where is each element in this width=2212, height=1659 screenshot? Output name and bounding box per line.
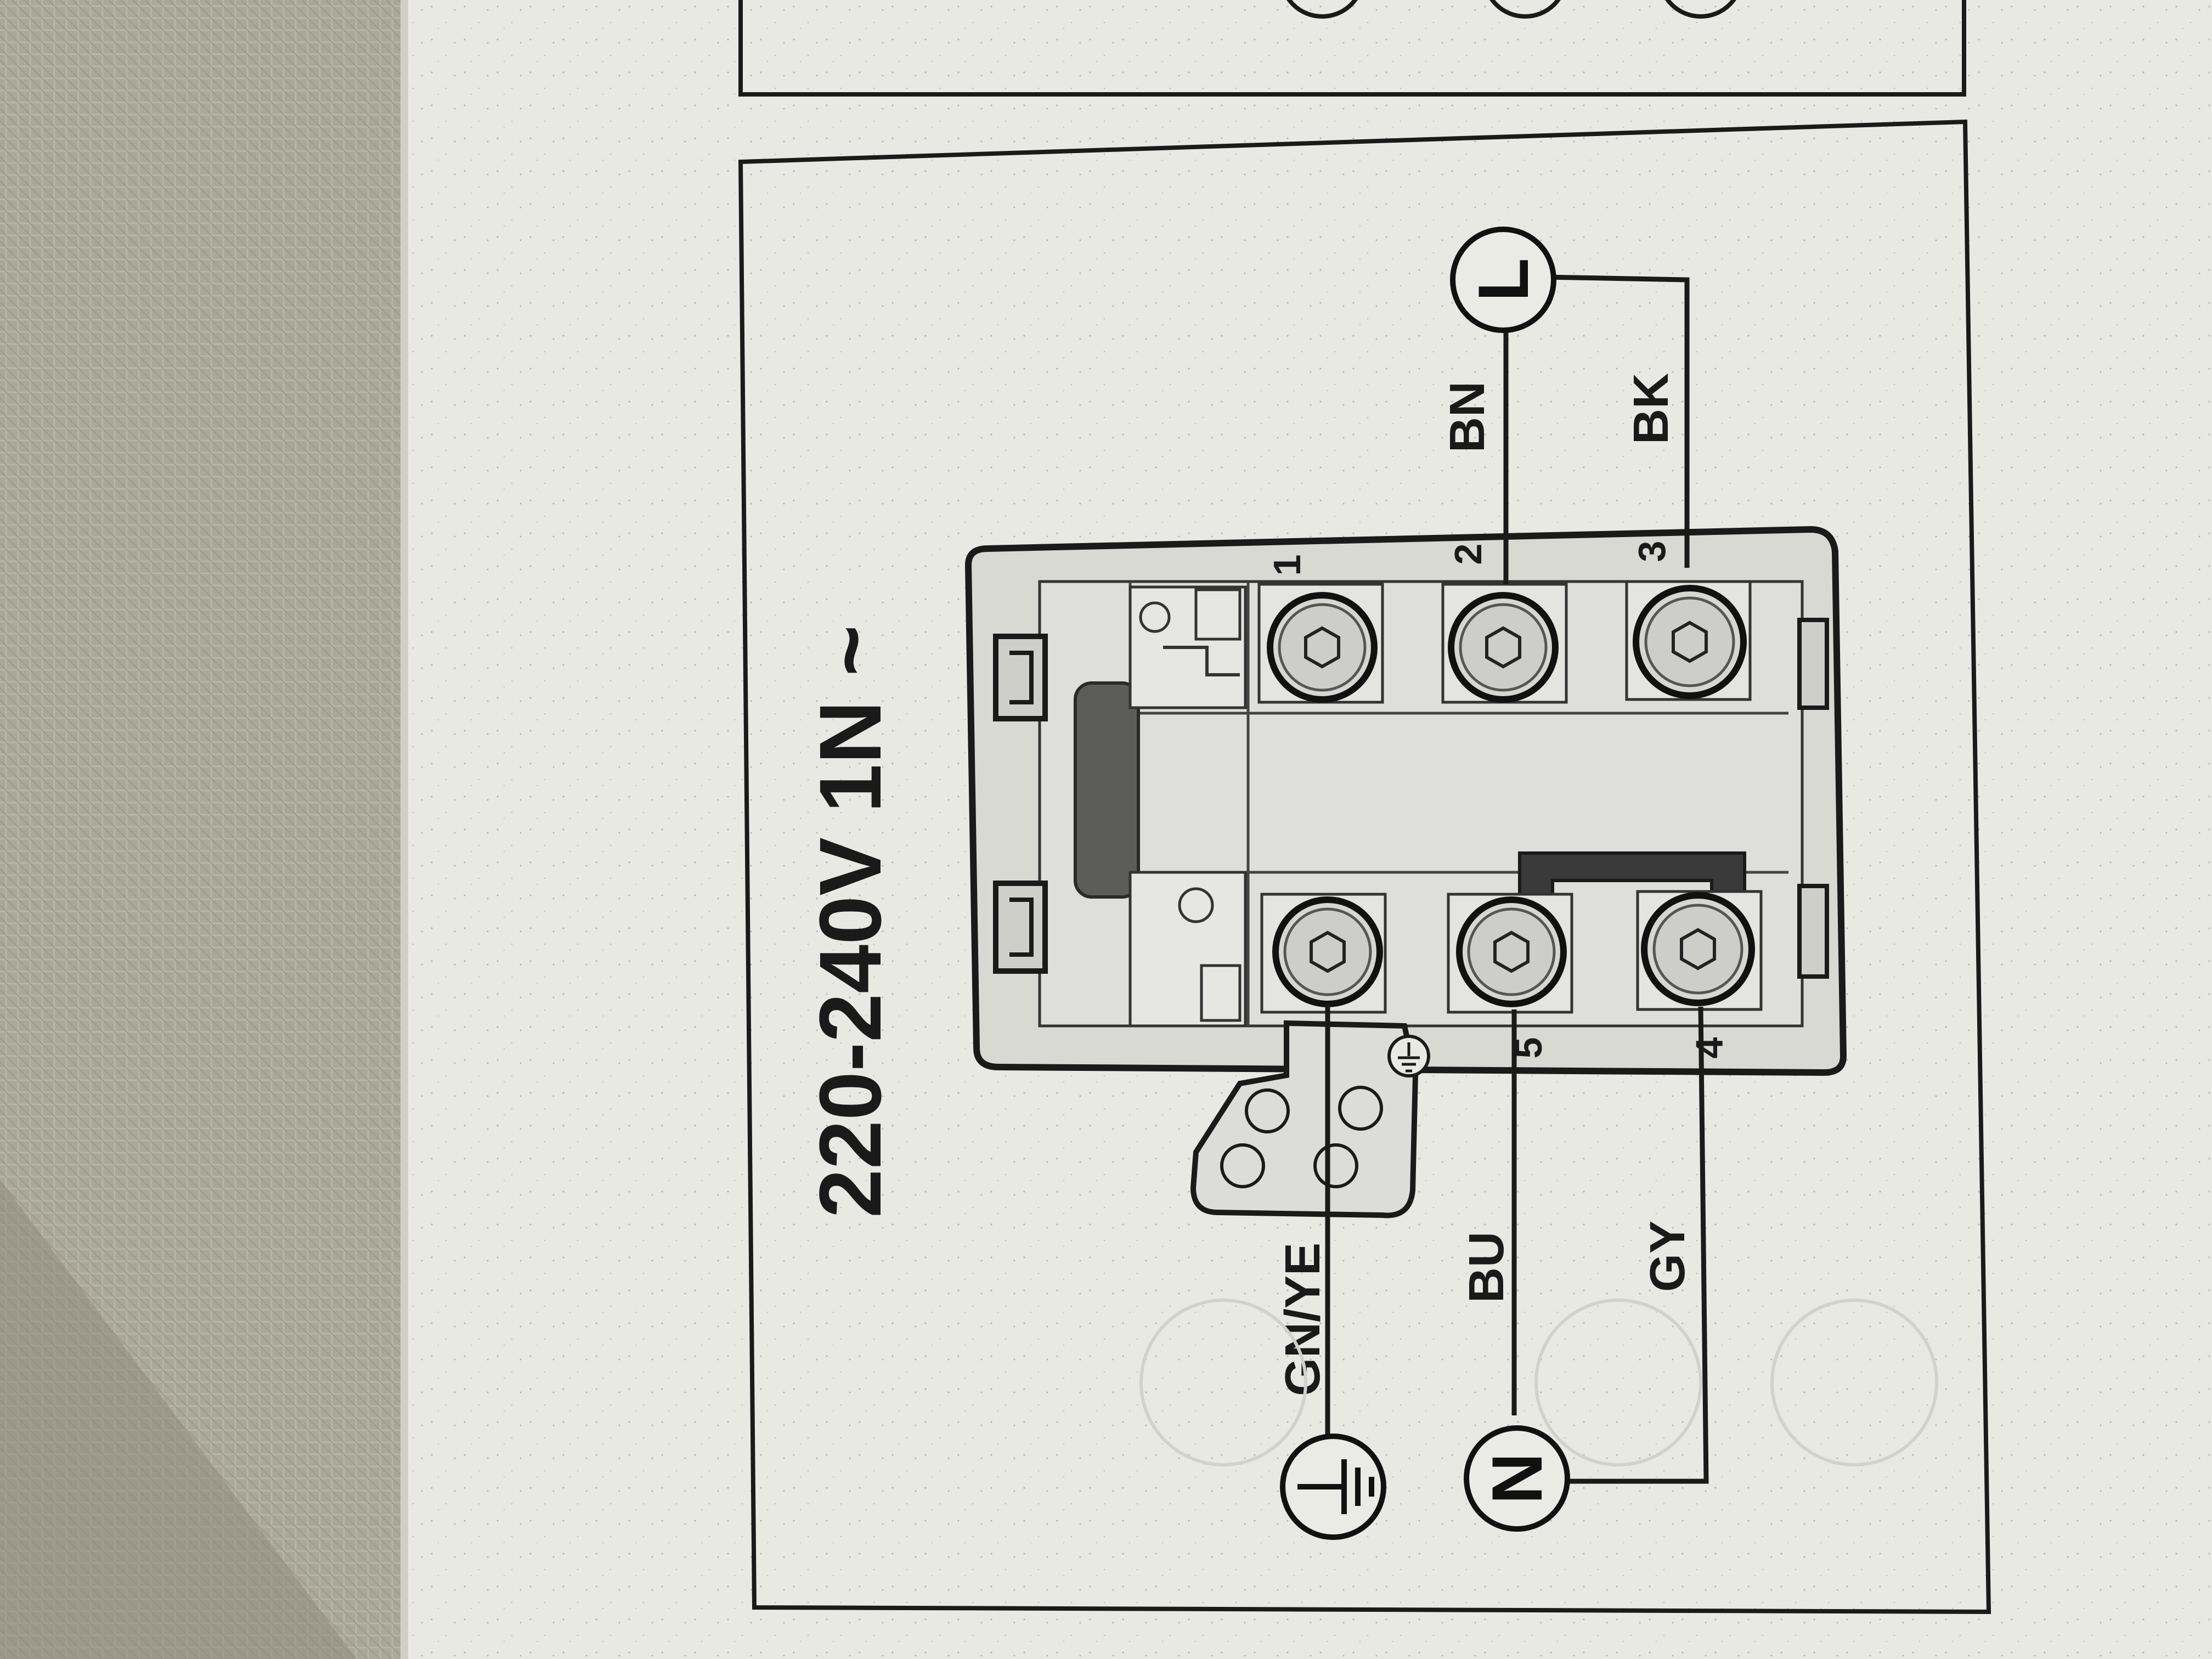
wire-label-gnye: GN/YE (1276, 1243, 1330, 1396)
terminal-screw-earth (1260, 893, 1387, 1014)
line-symbol-label: L (1463, 258, 1543, 301)
terminal-block (964, 526, 1847, 1076)
terminal-number-2: 2 (1447, 544, 1489, 565)
paper-edge (400, 0, 408, 1659)
terminal-screw-3 (1625, 580, 1752, 701)
wire-label-gy: GY (1640, 1221, 1695, 1292)
line-terminal-symbol: L (1450, 227, 1556, 333)
wire-bk (1544, 274, 1690, 568)
terminal-number-4: 4 (1688, 1037, 1731, 1058)
earth-icon (1297, 1459, 1374, 1514)
neutral-symbol-label: N (1477, 1453, 1557, 1504)
supply-voltage-label: 220-240V 1N ~ (801, 625, 899, 1218)
fabric-fold (0, 1180, 357, 1659)
wire-label-bn: BN (1440, 381, 1495, 453)
faint-print-circles (1139, 1299, 1938, 1466)
terminal-number-5: 5 (1507, 1037, 1550, 1059)
upper-diagram-box (738, 0, 1966, 97)
terminal-number-1: 1 (1266, 555, 1308, 576)
terminal-screw-2 (1441, 583, 1568, 704)
diagram-border (738, 119, 1991, 1615)
terminal-screw-4 (1636, 890, 1763, 1011)
earth-symbol (1280, 1434, 1386, 1540)
terminal-screw-1 (1257, 583, 1384, 704)
earth-bracket (1190, 1020, 1430, 1218)
wire-gy (1564, 1006, 1709, 1484)
neutral-terminal-symbol: N (1464, 1425, 1570, 1532)
terminal-number-3: 3 (1630, 541, 1673, 562)
terminal-screw-5 (1447, 893, 1573, 1014)
wire-label-bk: BK (1624, 373, 1679, 444)
upper-partial-circles (1286, 0, 1736, 19)
terminal-screws (1257, 580, 1763, 1014)
wire-label-bu: BU (1459, 1232, 1514, 1303)
wiring (1325, 274, 1709, 1484)
